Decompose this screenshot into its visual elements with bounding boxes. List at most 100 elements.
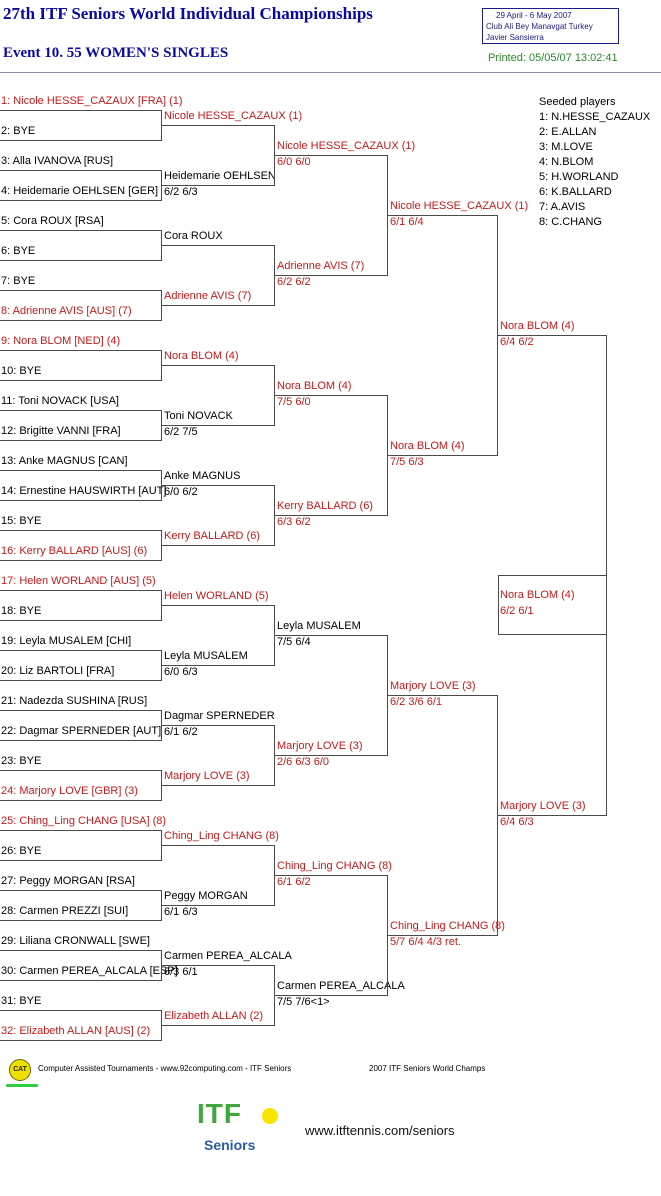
draw-slot: 24: Marjory LOVE [GBR] (3) <box>1 785 138 797</box>
seeded-item: 5: H.WORLAND <box>539 171 619 183</box>
bracket-connector <box>274 965 275 1026</box>
semifinal-winner: Marjory LOVE (3) <box>500 800 586 812</box>
seeded-item: 7: A.AVIS <box>539 201 586 213</box>
bracket-connector <box>161 470 162 501</box>
bracket-connector <box>161 890 162 921</box>
draw-slot: 21: Nadezda SUSHINA [RUS] <box>1 695 148 707</box>
round2-winner: Nicole HESSE_CAZAUX (1) <box>164 110 303 122</box>
draw-line <box>0 410 162 411</box>
tennis-ball-icon <box>262 1108 278 1124</box>
website-link[interactable]: www.itftennis.com/seniors <box>305 1123 455 1138</box>
round4-score: 6/1 6/4 <box>390 216 424 228</box>
round4-line <box>388 935 498 936</box>
round3-winner: Nicole HESSE_CAZAUX (1) <box>277 140 416 152</box>
draw-slot: 5: Cora ROUX [RSA] <box>1 215 104 227</box>
bracket-connector <box>497 215 498 456</box>
round3-line <box>275 995 388 996</box>
bracket-connector <box>274 605 275 666</box>
round3-line <box>275 395 388 396</box>
round4-winner: Ching_Ling CHANG (8) <box>390 920 505 932</box>
draw-slot: 27: Peggy MORGAN [RSA] <box>1 875 135 887</box>
round4-winner: Marjory LOVE (3) <box>390 680 476 692</box>
round3-score: 7/5 6/0 <box>277 396 311 408</box>
round3-line <box>275 155 388 156</box>
round2-score: 6/3 6/1 <box>164 966 198 978</box>
round2-line <box>162 665 275 666</box>
cat-logo-underline <box>6 1084 38 1087</box>
round3-winner: Marjory LOVE (3) <box>277 740 363 752</box>
seeded-item: 4: N.BLOM <box>539 156 594 168</box>
round3-line <box>275 875 388 876</box>
draw-line <box>0 980 162 981</box>
round2-score: 6/1 6/2 <box>164 726 198 738</box>
footer-credit: Computer Assisted Tournaments - www.92co… <box>38 1064 292 1073</box>
bracket-connector <box>274 845 275 906</box>
bracket-connector <box>387 635 388 756</box>
round2-line <box>162 965 275 966</box>
draw-line <box>0 290 162 291</box>
round3-winner: Kerry BALLARD (6) <box>277 500 373 512</box>
bracket-connector <box>161 1010 162 1041</box>
draw-line <box>0 680 162 681</box>
round3-winner: Ching_Ling CHANG (8) <box>277 860 392 872</box>
seeded-heading: Seeded players <box>539 96 616 108</box>
draw-line <box>0 260 162 261</box>
round2-score: 6/2 6/3 <box>164 186 198 198</box>
champion-name: Nora BLOM (4) <box>500 589 575 601</box>
itf-logo: ITF <box>197 1098 242 1129</box>
bracket-connector <box>387 875 388 996</box>
draw-line <box>0 830 162 831</box>
draw-line <box>0 920 162 921</box>
seeded-item: 6: K.BALLARD <box>539 186 612 198</box>
itf-seniors-label: Seniors <box>204 1137 256 1153</box>
round2-winner: Adrienne AVIS (7) <box>164 290 252 302</box>
round4-score: 5/7 6/4 4/3 ret. <box>390 936 461 948</box>
bracket-connector <box>387 155 388 276</box>
round2-score: 6/2 7/5 <box>164 426 198 438</box>
round3-score: 2/6 6/3 6/0 <box>277 756 329 768</box>
tournament-info-box: 29 April - 6 May 2007 Club Ali Bey Manav… <box>482 8 619 44</box>
draw-line <box>0 320 162 321</box>
bracket-connector <box>274 725 275 786</box>
draw-line <box>0 560 162 561</box>
round3-winner: Carmen PEREA_ALCALA <box>277 980 405 992</box>
bracket-connector <box>161 110 162 141</box>
round2-winner: Elizabeth ALLAN (2) <box>164 1010 264 1022</box>
round2-line <box>162 905 275 906</box>
round3-line <box>275 275 388 276</box>
draw-slot: 19: Leyla MUSALEM [CHI] <box>1 635 132 647</box>
draw-line <box>0 890 162 891</box>
seeded-item: 3: M.LOVE <box>539 141 593 153</box>
draw-line <box>0 1010 162 1011</box>
round2-line <box>162 125 275 126</box>
draw-line <box>0 740 162 741</box>
draw-slot: 22: Dagmar SPERNEDER [AUT] <box>1 725 162 737</box>
round5-line <box>498 335 607 336</box>
round2-line <box>162 545 275 546</box>
bracket-connector <box>274 485 275 546</box>
info-dates: 29 April - 6 May 2007 <box>496 11 572 20</box>
draw-slot: 11: Toni NOVACK [USA] <box>1 395 119 407</box>
round2-winner: Helen WORLAND (5) <box>164 590 269 602</box>
draw-slot: 17: Helen WORLAND [AUS] (5) <box>1 575 156 587</box>
bracket-connector <box>161 410 162 441</box>
info-referee: Javier Sansierra <box>486 33 544 42</box>
round3-score: 7/5 7/6<1> <box>277 996 330 1008</box>
draw-slot: 32: Elizabeth ALLAN [AUS] (2) <box>1 1025 151 1037</box>
round3-line <box>275 515 388 516</box>
draw-line <box>0 770 162 771</box>
round4-winner: Nora BLOM (4) <box>390 440 465 452</box>
draw-slot: 8: Adrienne AVIS [AUS] (7) <box>1 305 132 317</box>
header-divider <box>0 72 661 73</box>
draw-line <box>0 230 162 231</box>
draw-line <box>0 650 162 651</box>
draw-slot: 15: BYE <box>1 515 42 527</box>
draw-line <box>0 200 162 201</box>
bracket-connector <box>497 695 498 936</box>
bracket-connector <box>161 170 162 201</box>
champion-line <box>498 575 607 576</box>
draw-line <box>0 470 162 471</box>
round2-line <box>162 245 275 246</box>
round2-winner: Leyla MUSALEM <box>164 650 248 662</box>
draw-line <box>0 380 162 381</box>
